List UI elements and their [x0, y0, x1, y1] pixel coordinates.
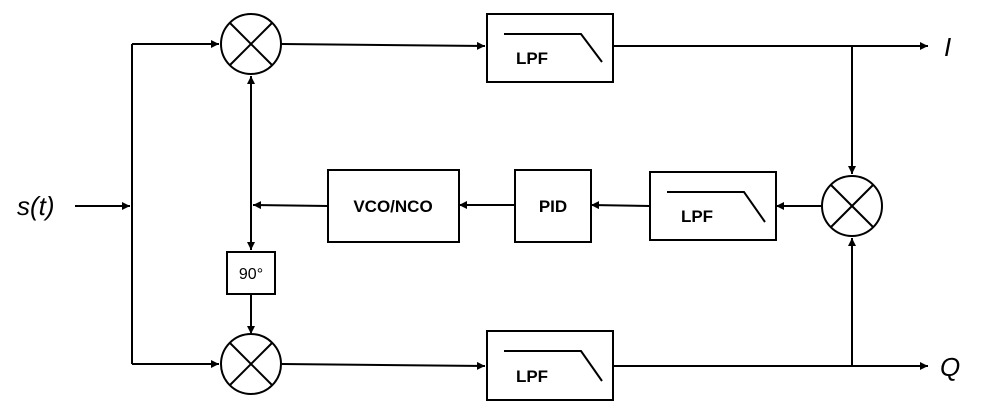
wire-mixer-i-to-lpf	[281, 41, 486, 50]
lpf-loop-label: LPF	[681, 207, 713, 226]
pid-block: PID	[514, 169, 592, 243]
lpf-q-block: LPF	[486, 330, 614, 401]
lpf-q-label: LPF	[516, 367, 548, 386]
phase-shift-block: 90°	[226, 251, 276, 295]
input-label: s(t)	[17, 191, 55, 221]
wire-mixer-q-to-lpf	[281, 361, 486, 370]
vco-nco-block: VCO/NCO	[327, 169, 460, 243]
vco-nco-label: VCO/NCO	[353, 197, 432, 216]
mixer-q	[220, 333, 282, 395]
phase-shift-label: 90°	[239, 266, 263, 283]
pid-label: PID	[539, 197, 567, 216]
output-q-label: Q	[940, 352, 960, 382]
mixer-i	[220, 13, 282, 75]
wire-vco-to-junction	[252, 201, 329, 210]
lowpass-response-icon	[504, 350, 603, 382]
lpf-i-label: LPF	[516, 49, 548, 68]
output-i-label: I	[944, 32, 951, 62]
mixer-loop	[821, 175, 883, 237]
lpf-loop-block: LPF	[649, 171, 777, 241]
wire-lpf-to-pid	[590, 201, 651, 210]
lowpass-response-icon	[504, 33, 603, 63]
lpf-i-block: LPF	[486, 13, 614, 83]
lowpass-response-icon	[667, 191, 766, 223]
